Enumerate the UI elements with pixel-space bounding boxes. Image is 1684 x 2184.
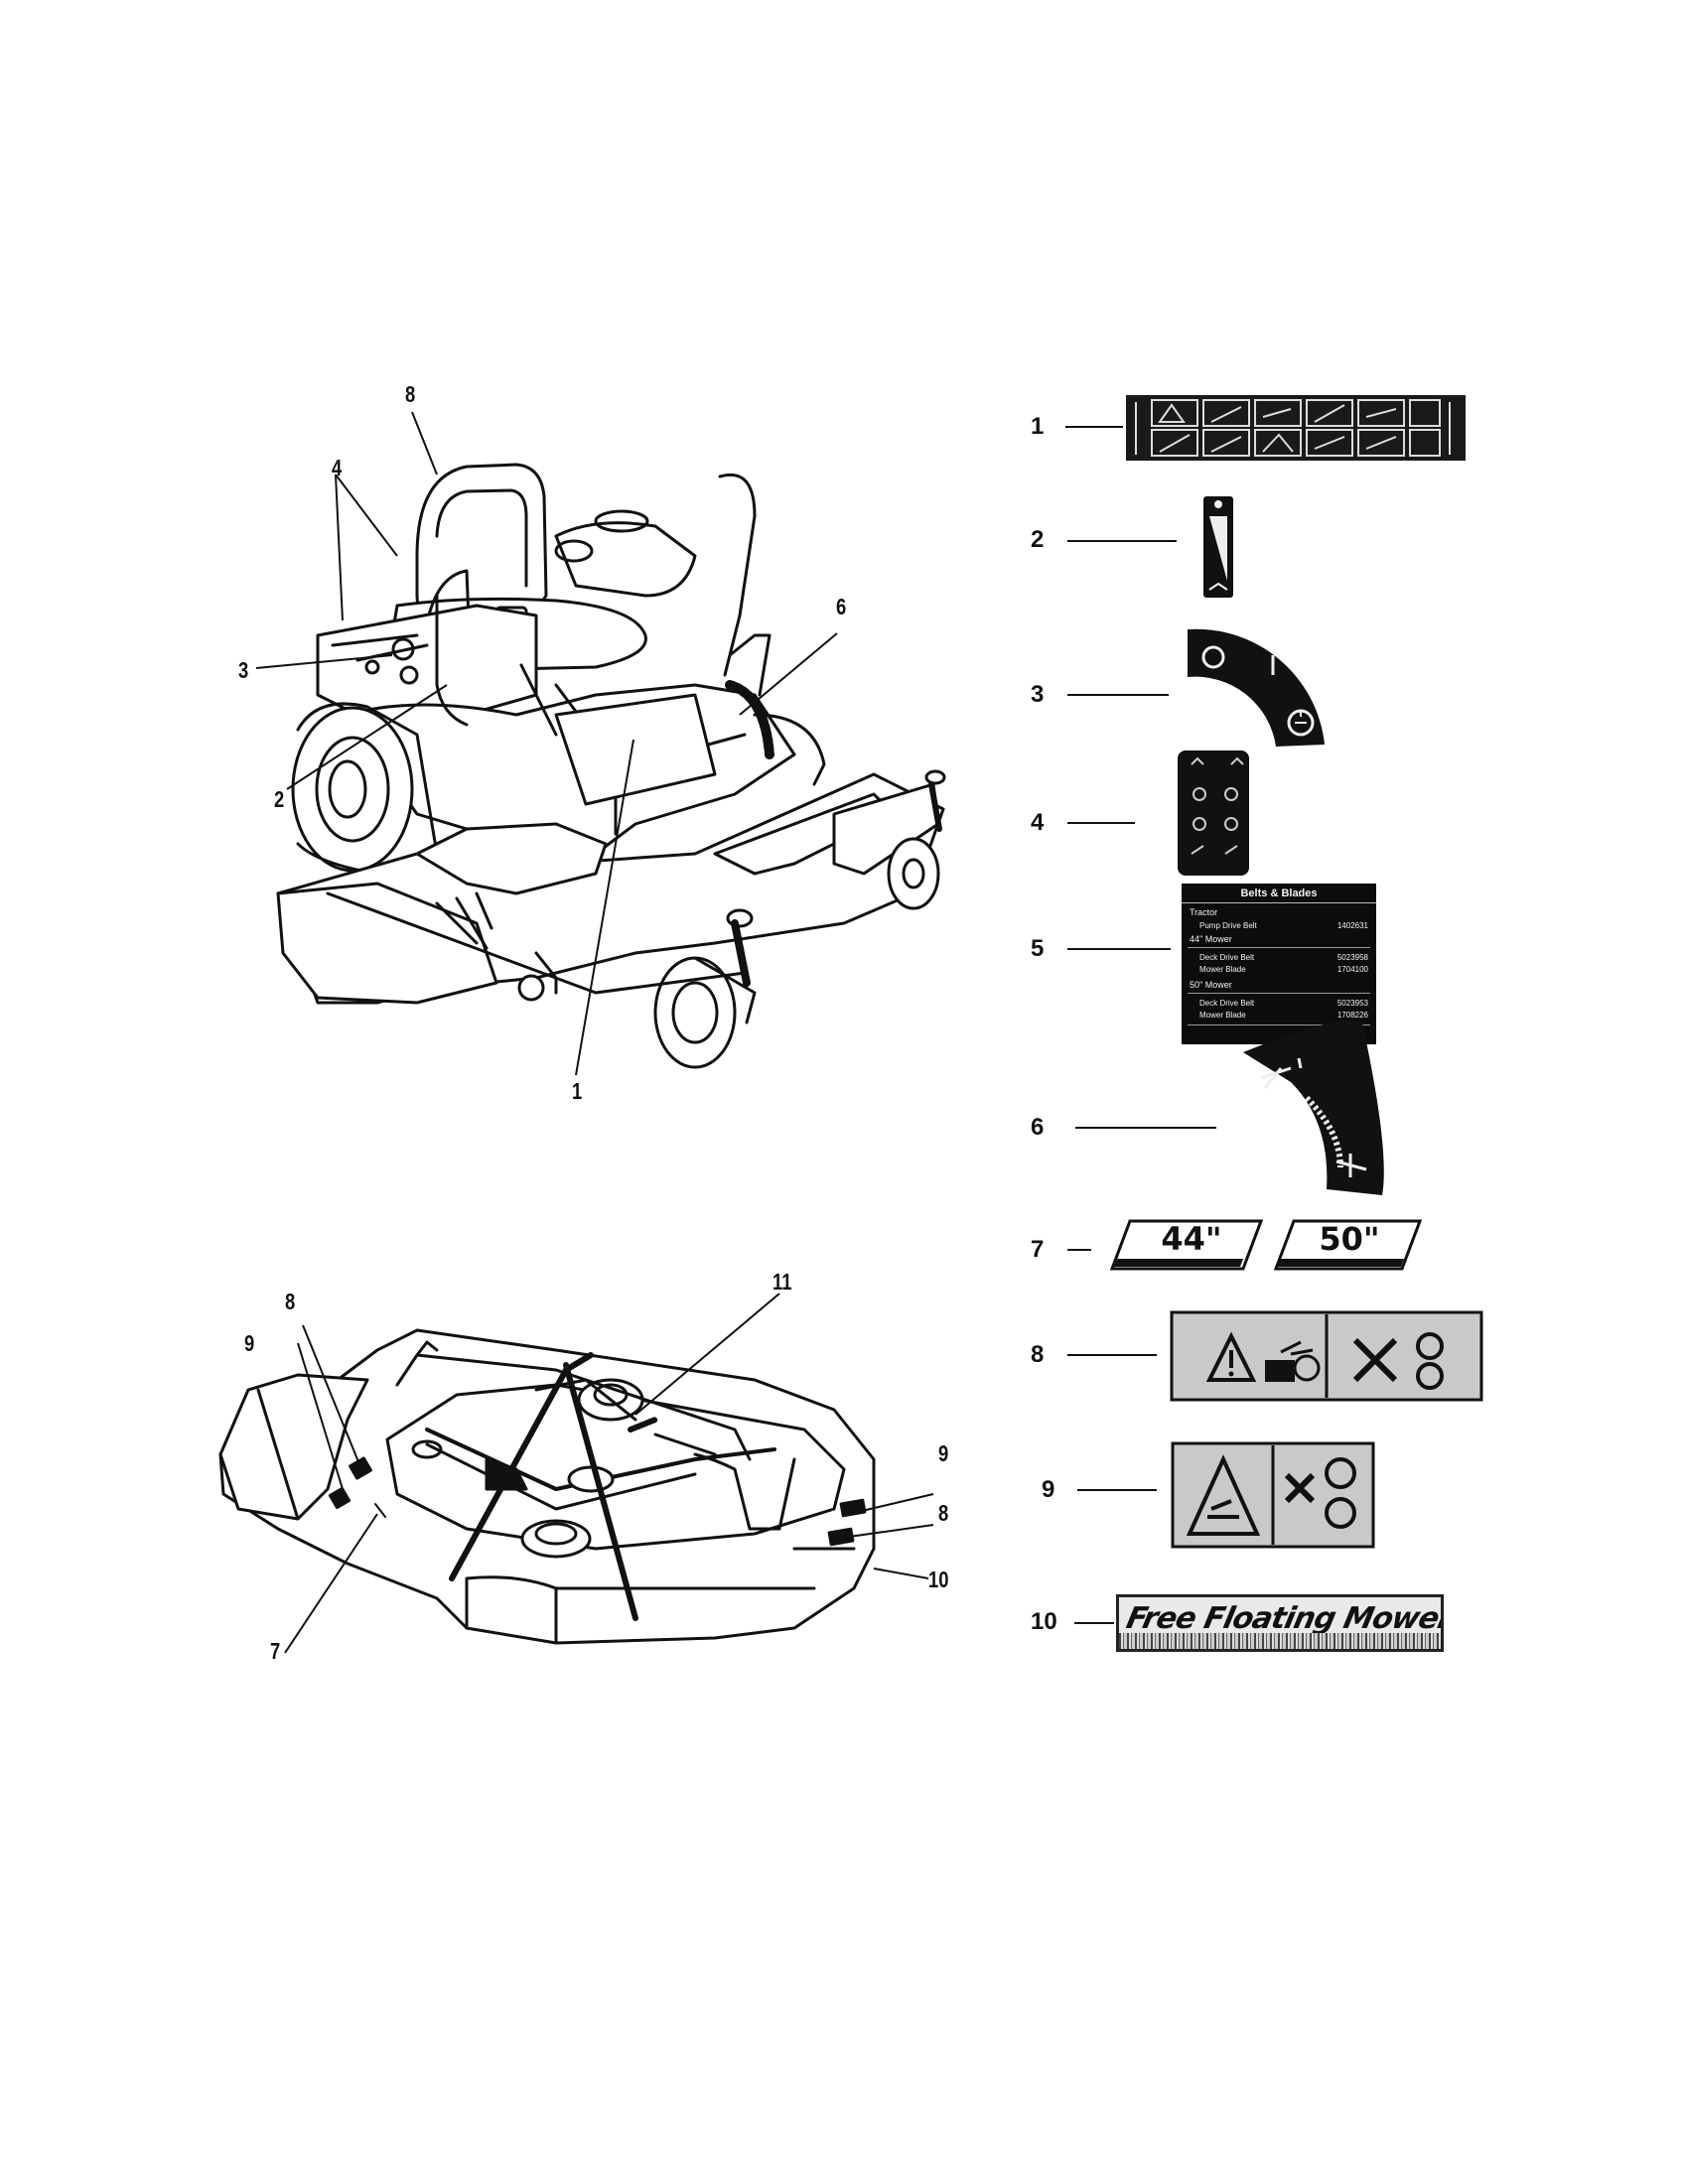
belts-label-mower-50: 50" Mower (1190, 980, 1232, 990)
callout-4: 4 (332, 455, 343, 480)
belts-label-row: Mower Blade 1704100 (1199, 965, 1368, 975)
off-circle-icon (1201, 645, 1225, 669)
belts-label-row: Deck Drive Belt 5023953 (1199, 999, 1368, 1009)
callout-9: 9 (244, 1330, 255, 1356)
leader-line (1077, 1489, 1157, 1491)
free-floating-text: Free Floating Mower (1123, 1601, 1444, 1636)
part-name: Deck Drive Belt (1199, 999, 1255, 1008)
grass-strip (1119, 1633, 1441, 1649)
part-name: Pump Drive Belt (1199, 921, 1257, 930)
callout-8: 8 (405, 381, 416, 407)
leader-line (1074, 1622, 1114, 1624)
thrown-objects-icon (1265, 1340, 1321, 1382)
belts-label-row: Pump Drive Belt 1402631 (1199, 921, 1368, 931)
part-name: Mower Blade (1199, 1011, 1246, 1020)
decal-number-6: 6 (1031, 1114, 1045, 1141)
warning-triangle-icon (1205, 1331, 1257, 1382)
callout-7: 7 (270, 1638, 281, 1664)
leader-line (1067, 1354, 1157, 1356)
part-number: 5023953 (1336, 999, 1368, 1008)
belts-label-title: Belts & Blades (1182, 887, 1376, 903)
part-name: Mower Blade (1199, 965, 1246, 974)
decal-number-4: 4 (1031, 809, 1045, 836)
deck-size-44: 44" (1161, 1220, 1222, 1258)
callout-8: 8 (285, 1289, 296, 1314)
belts-label-row: Mower Blade 1708226 (1199, 1011, 1368, 1021)
callout-10: 10 (928, 1567, 949, 1592)
belts-label-row: Deck Drive Belt 5023958 (1199, 953, 1368, 963)
leader-line (1075, 1127, 1216, 1129)
decal-number-9: 9 (1042, 1476, 1055, 1503)
decal-free-floating-mower: Free Floating Mower (1116, 1594, 1444, 1652)
callout-8: 8 (938, 1500, 949, 1526)
part-number: 1402631 (1336, 921, 1368, 930)
callout-1: 1 (572, 1078, 583, 1104)
decal-number-1: 1 (1031, 413, 1045, 440)
leader-line (1067, 694, 1169, 696)
part-number: 5023958 (1336, 953, 1368, 962)
leader-line (1067, 1249, 1091, 1251)
leader-line (1067, 540, 1177, 542)
belts-label-tractor: Tractor (1190, 907, 1218, 917)
decal-number-8: 8 (1031, 1341, 1045, 1368)
callout-6: 6 (836, 594, 847, 619)
part-name: Deck Drive Belt (1199, 953, 1255, 962)
leader-line (1067, 822, 1135, 824)
callout-2: 2 (274, 786, 285, 812)
decal-number-7: 7 (1031, 1236, 1045, 1263)
callout-11: 11 (772, 1269, 792, 1295)
callout-9: 9 (938, 1440, 949, 1466)
leader-line (1065, 426, 1123, 428)
deck-size-50: 50" (1319, 1220, 1380, 1258)
decal-number-10: 10 (1031, 1608, 1057, 1635)
decal-belts-and-blades: Belts & Blades Tractor Pump Drive Belt 1… (1182, 884, 1376, 1044)
callout-3: 3 (238, 657, 249, 683)
decal-number-5: 5 (1031, 935, 1045, 962)
part-number: 1708226 (1336, 1011, 1368, 1020)
no-hands-icon (1352, 1332, 1444, 1390)
part-number: 1704100 (1336, 965, 1368, 974)
decal-number-2: 2 (1031, 526, 1045, 553)
leader-line (1067, 948, 1171, 950)
decal-number-3: 3 (1031, 681, 1045, 708)
belts-label-mower-44: 44" Mower (1190, 934, 1232, 944)
